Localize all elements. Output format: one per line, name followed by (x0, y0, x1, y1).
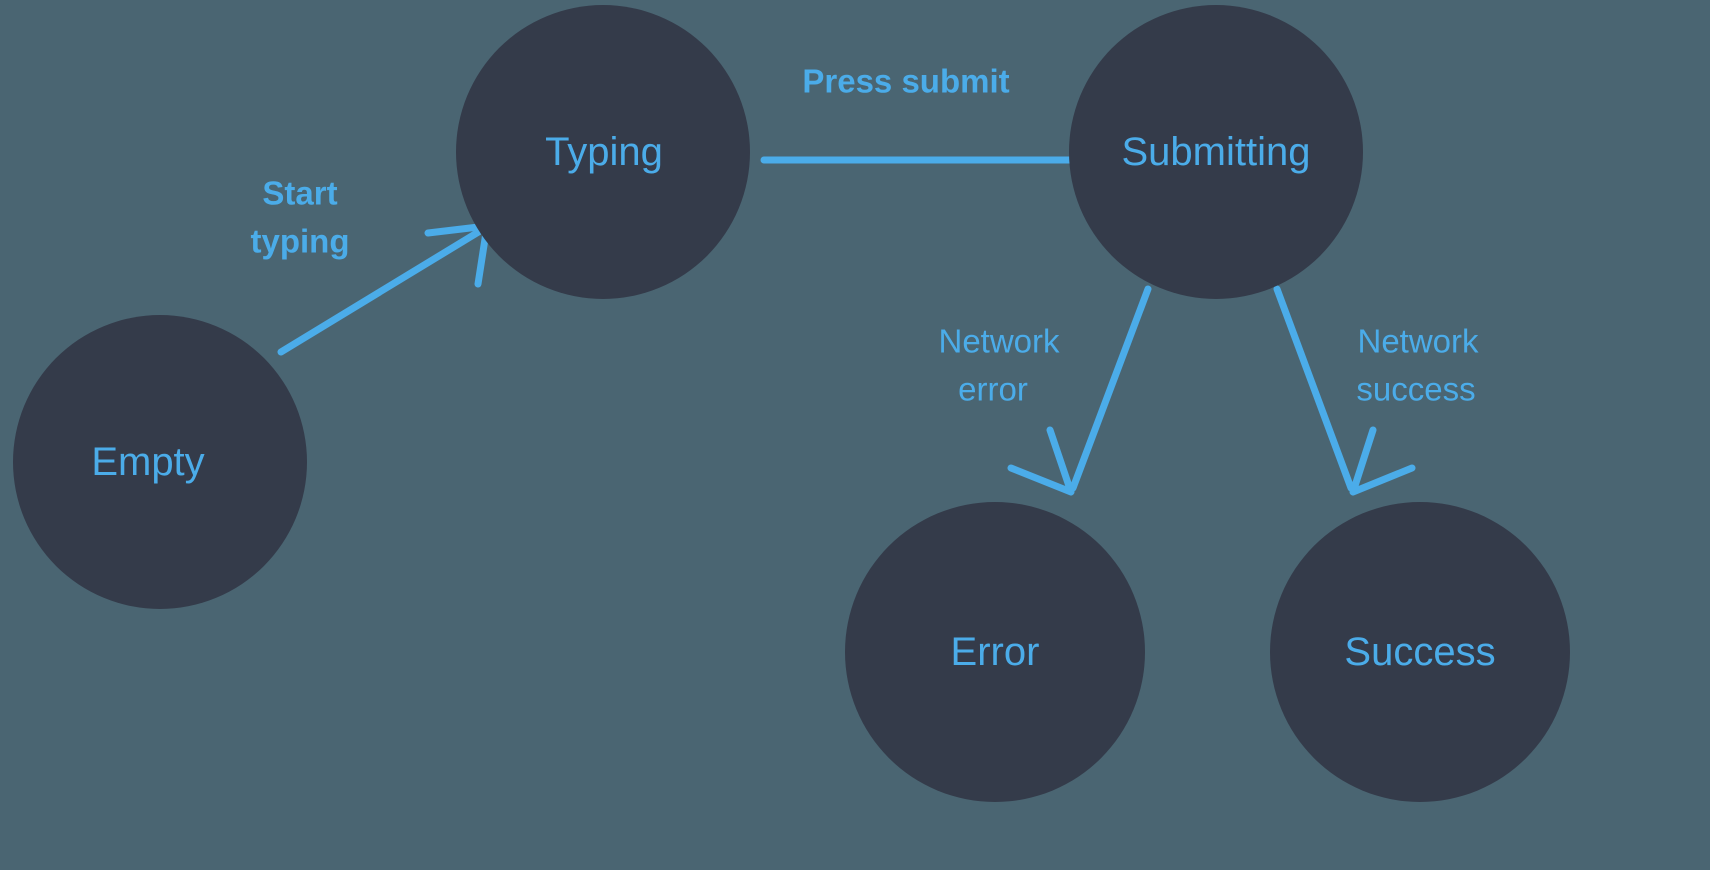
state-node-submitting[interactable]: Submitting (1069, 5, 1363, 299)
state-node-error[interactable]: Error (845, 502, 1145, 802)
state-node-submitting-label: Submitting (1122, 130, 1311, 174)
transition-network-success-label-line-1: Network (1357, 323, 1479, 360)
state-node-error-label: Error (951, 630, 1040, 674)
state-node-success[interactable]: Success (1270, 502, 1570, 802)
transition-network-error (1007, 285, 1152, 496)
transition-network-error-label-line-2: error (958, 371, 1028, 408)
transition-network-success (1273, 285, 1416, 496)
transition-network-error-arrowhead (1007, 426, 1075, 496)
transition-network-success-arrowhead (1349, 426, 1416, 496)
state-node-typing-circle[interactable] (456, 5, 750, 299)
transition-press-submit-label-line-1: Press submit (802, 63, 1009, 100)
state-node-empty-circle[interactable] (13, 315, 307, 609)
transition-press-submit-label: Press submit (802, 63, 1009, 100)
transition-start-typing-label: Start typing (251, 175, 350, 260)
transition-network-error-label-line-1: Network (938, 323, 1060, 360)
transition-network-error-label: Network error (938, 323, 1060, 408)
transition-start-typing-label-line-1: Start (262, 175, 337, 212)
state-node-empty[interactable]: Empty (13, 315, 307, 609)
state-node-empty-label: Empty (91, 440, 204, 484)
transition-start-typing-line (277, 224, 489, 356)
state-node-success-label: Success (1344, 630, 1495, 674)
state-node-typing-label: Typing (545, 130, 663, 174)
transition-network-success-line (1273, 285, 1355, 492)
state-node-submitting-circle[interactable] (1069, 5, 1363, 299)
transition-network-success-label-line-2: success (1356, 371, 1475, 408)
transition-network-error-line (1069, 285, 1152, 492)
state-node-typing[interactable]: Typing (456, 5, 750, 299)
state-node-error-circle[interactable] (845, 502, 1145, 802)
transition-network-success-label: Network success (1356, 323, 1479, 408)
state-node-success-circle[interactable] (1270, 502, 1570, 802)
transition-start-typing-label-line-2: typing (251, 223, 350, 260)
